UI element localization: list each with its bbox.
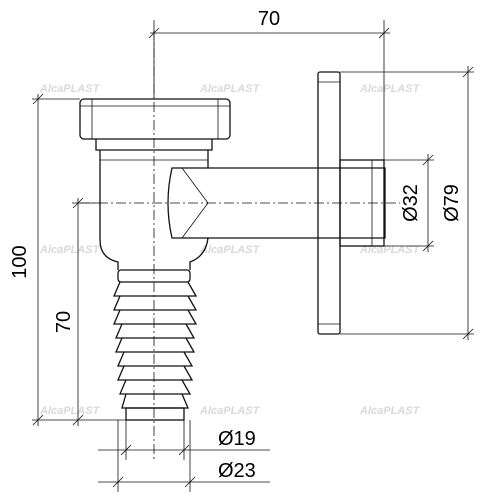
watermark: AlcaPLAST — [359, 244, 421, 256]
dimension-label-hose-small: Ø19 — [218, 428, 256, 450]
watermark: AlcaPLAST — [39, 405, 101, 417]
watermark: AlcaPLAST — [199, 83, 261, 95]
dimension-rosette-diameter: Ø79 — [340, 66, 474, 340]
dimension-hose-small: Ø19 — [98, 420, 270, 460]
watermark: AlcaPLAST — [359, 405, 421, 417]
watermark: AlcaPLAST — [39, 83, 101, 95]
dimension-label-inlet-height: 70 — [53, 311, 75, 333]
watermark: AlcaPLAST — [199, 405, 261, 417]
top-nut — [79, 98, 231, 140]
dimension-label-pipe-diameter: Ø32 — [400, 184, 422, 222]
watermark: AlcaPLAST — [199, 244, 261, 256]
watermark: AlcaPLAST — [39, 244, 101, 256]
watermark-group: AlcaPLAST AlcaPLAST AlcaPLAST AlcaPLAST … — [39, 83, 421, 417]
watermark: AlcaPLAST — [359, 83, 421, 95]
dimension-label-top-width: 70 — [258, 8, 280, 30]
valve-body — [95, 139, 386, 270]
dimension-hose-large: Ø23 — [98, 420, 270, 492]
dimension-total-height: 100 — [9, 93, 126, 426]
dimension-label-total-height: 100 — [9, 245, 31, 278]
wall-rosette — [317, 71, 385, 335]
dimension-label-rosette-diameter: Ø79 — [441, 184, 463, 222]
dimension-pipe-diameter: Ø32 — [384, 154, 434, 252]
hose-connector — [113, 269, 198, 421]
dimension-inlet-height: 70 — [53, 197, 100, 426]
dimension-label-hose-large: Ø23 — [218, 460, 256, 482]
dimension-top-width: 70 — [148, 8, 390, 160]
